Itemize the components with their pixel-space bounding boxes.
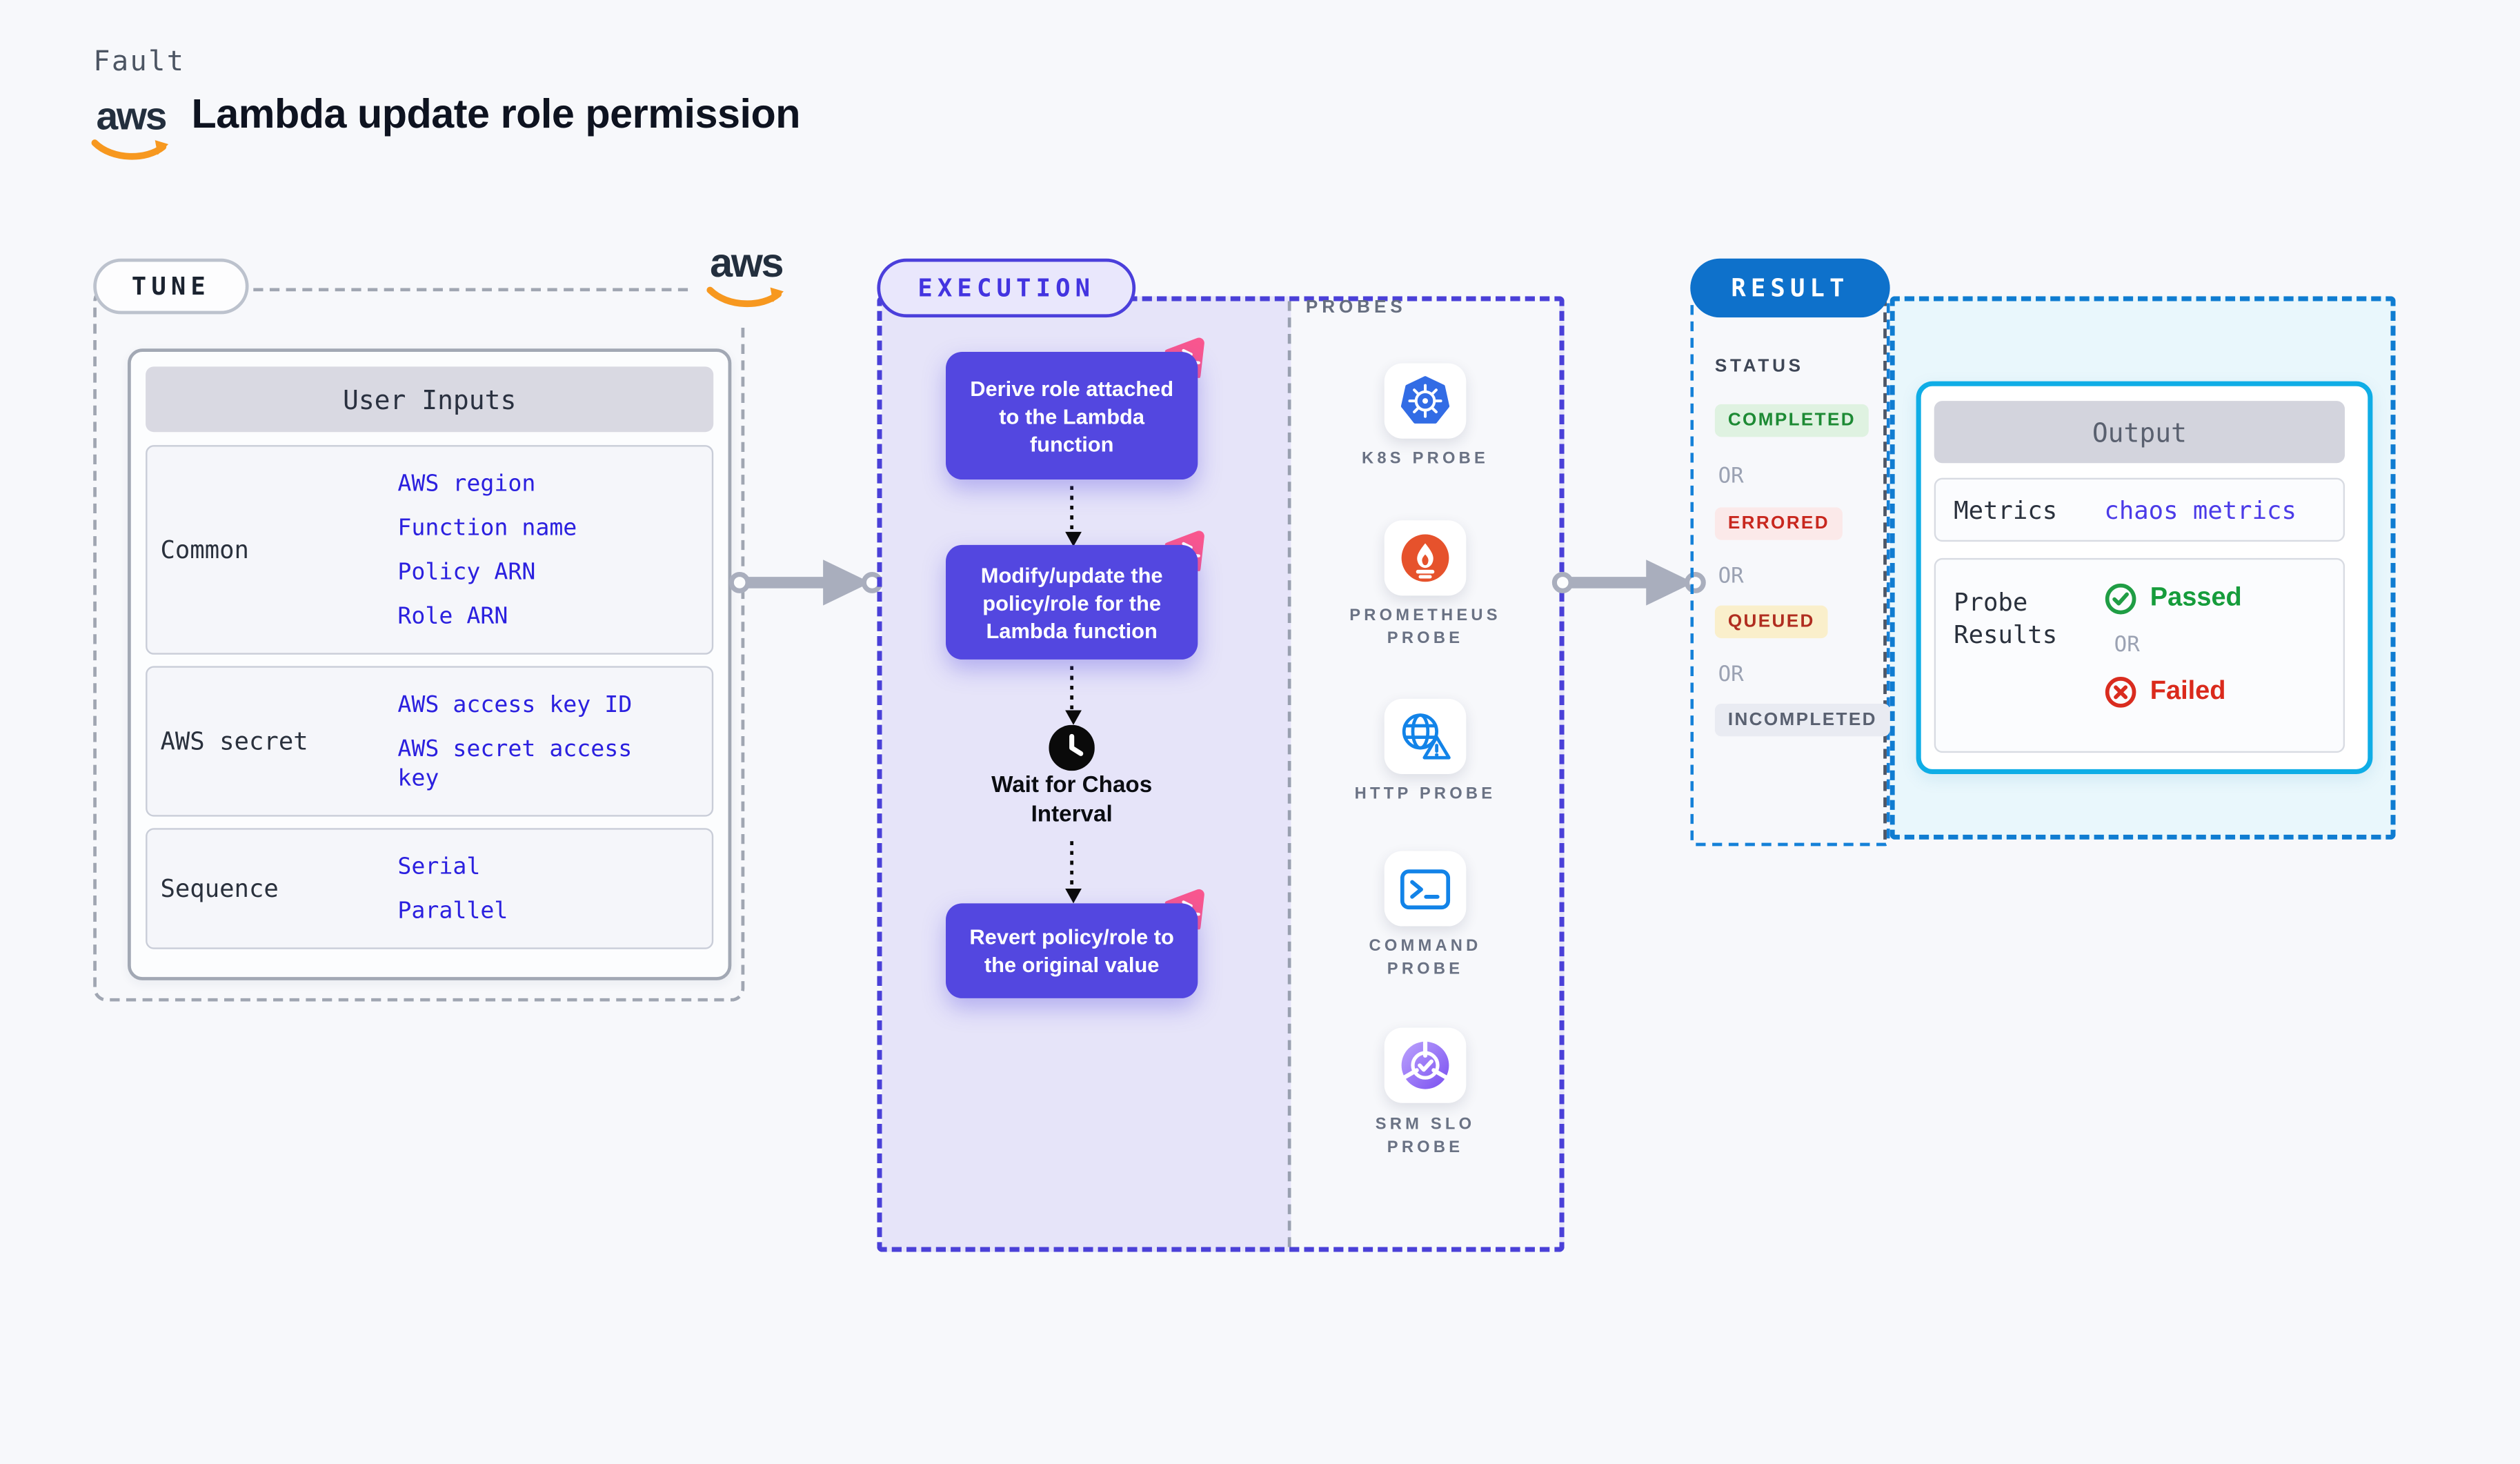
row-label: Common [160,535,249,565]
user-inputs-row-common: Common AWS region Function name Policy A… [146,445,714,655]
or-label: OR [1718,564,1744,589]
input-link[interactable]: Policy ARN [397,559,536,585]
wait-for-chaos-label: Wait for Chaos Interval [991,771,1153,827]
row-values: AWS region Function name Policy ARN Role… [397,447,711,653]
terminal-icon [1400,869,1451,909]
probe-results-label: Probe Results [1954,587,2058,650]
tune-section-box [93,288,745,1002]
tune-to-execution-arrow [728,560,883,606]
execution-pill: EXECUTION [877,258,1136,318]
fault-eyebrow: Fault [93,46,186,79]
aws-logo-text: aws [710,240,784,287]
or-label: OR [2114,633,2140,658]
aws-smile-icon [706,286,784,308]
failed-line: Failed [2104,676,2241,709]
page-title: Lambda update role permission [191,91,801,138]
probe-results-values: Passed OR Failed [2104,560,2242,751]
execution-to-result-arrow [1551,560,1706,606]
aws-logo-text: aws [96,95,168,139]
globe-alert-icon [1402,713,1451,760]
status-badge-queued: QUEUED [1714,605,1828,639]
user-inputs-card: User Inputs Common AWS region Function n… [128,348,732,980]
probe-tile-command [1384,851,1467,927]
aws-logo-corner: aws [693,240,799,324]
or-label: OR [1718,464,1744,490]
output-row-metrics: Metrics chaos metrics [1934,477,2345,542]
probes-divider [1287,301,1291,1247]
input-link[interactable]: Serial [397,853,481,880]
status-badge-completed: COMPLETED [1714,404,1869,437]
status-output-divider [1883,296,1887,840]
aws-smile-icon [91,139,169,160]
step-derive-role: Derive role attached to the Lambda funct… [946,351,1198,479]
clock-icon [1049,724,1095,771]
kubernetes-icon [1400,376,1450,424]
probe-tile-http [1384,698,1467,774]
row-label: AWS secret [160,726,308,756]
arrow-down-icon [1064,888,1081,904]
output-row-probe-results: Probe Results Passed OR Failed [1934,557,2345,753]
failed-label: Failed [2150,677,2226,706]
x-circle-icon [2105,677,2136,708]
probe-label: K8S PROBE [1361,450,1489,468]
status-badge-incompleted: INCOMPLETED [1714,703,1890,737]
step-connector [1070,666,1074,711]
user-inputs-row-sequence: Sequence Serial Parallel [146,828,714,949]
probe-label: SRM SLO PROBE [1375,1116,1476,1158]
user-inputs-row-aws-secret: AWS secret AWS access key ID AWS secret … [146,666,714,817]
output-card: Output Metrics chaos metrics Probe Resul… [1916,381,2373,774]
status-badge-errored: ERRORED [1714,507,1843,540]
status-heading: STATUS [1714,357,1804,377]
aws-logo: aws [88,95,173,173]
probe-tile-prometheus [1384,520,1467,596]
probe-label: PROMETHEUS PROBE [1349,607,1501,649]
row-label: Sequence [160,873,279,904]
probe-label: COMMAND PROBE [1369,938,1482,979]
tune-pill: TUNE [93,258,249,315]
probe-tile-srm-slo [1384,1027,1467,1103]
step-connector [1070,486,1074,532]
row-values: Serial Parallel [397,830,711,948]
prometheus-icon [1401,534,1449,582]
chaos-metrics-link[interactable]: chaos metrics [2104,495,2296,525]
arrow-down-icon [1064,531,1081,547]
step-revert-policy: Revert policy/role to the original value [946,903,1198,998]
output-title: Output [1934,401,2345,464]
step-connector [1070,841,1074,889]
probes-heading: PROBES [1305,297,1407,318]
input-link[interactable]: AWS region [397,470,536,497]
step-modify-policy: Modify/update the policy/role for the La… [946,544,1198,660]
arrow-down-icon [1064,710,1081,725]
passed-label: Passed [2150,584,2242,613]
input-link[interactable]: Role ARN [397,603,508,630]
passed-line: Passed [2104,582,2242,615]
input-link[interactable]: Parallel [397,898,508,924]
slo-donut-check-icon [1401,1039,1449,1089]
user-inputs-title: User Inputs [146,366,714,433]
probe-label: HTTP PROBE [1354,785,1496,804]
result-pill: RESULT [1690,258,1890,318]
probe-tile-k8s [1384,363,1467,439]
metrics-label: Metrics [1954,495,2058,525]
input-link[interactable]: AWS access key ID [397,691,633,718]
input-link[interactable]: AWS secret access key [397,735,633,791]
input-link[interactable]: Function name [397,514,577,541]
row-values: AWS access key ID AWS secret access key [397,668,711,815]
check-circle-icon [2105,583,2136,615]
or-label: OR [1718,662,1744,688]
